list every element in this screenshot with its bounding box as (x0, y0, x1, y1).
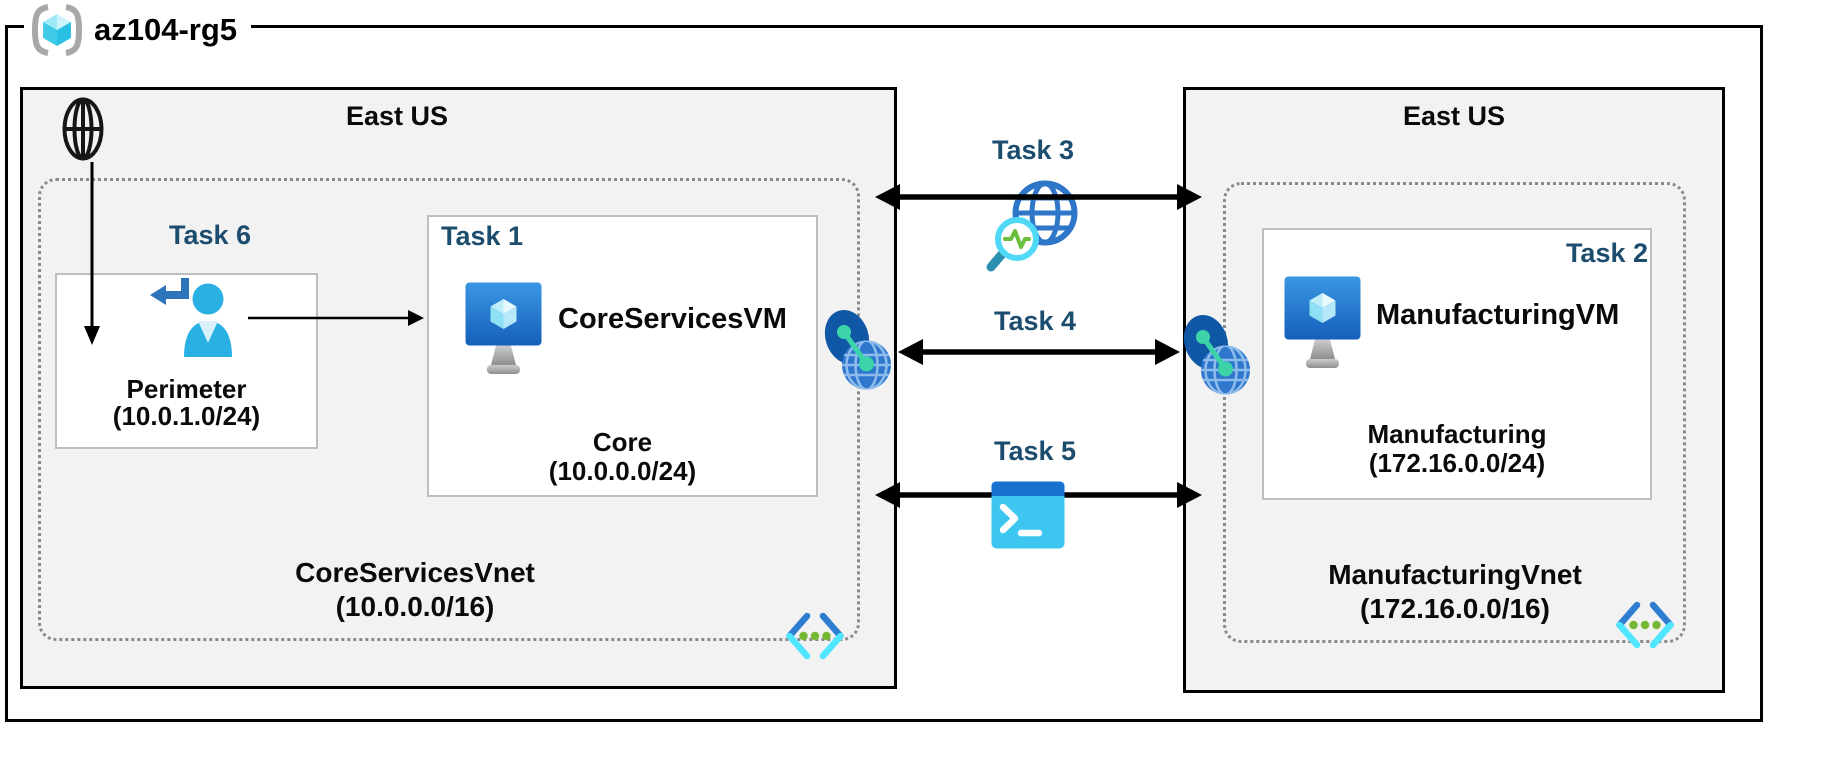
resource-group-label: az104-rg5 (94, 12, 238, 47)
task6-label: Task 6 (168, 220, 252, 250)
vnet-peering-icon-left (824, 310, 891, 390)
resource-group-icon (31, 4, 83, 56)
right-vnet-name: ManufacturingVnet (1328, 559, 1582, 590)
perimeter-subnet-box (55, 273, 318, 449)
terminal-icon (991, 481, 1065, 549)
virtual-machine-icon (1284, 276, 1361, 368)
user-signin-icon (150, 278, 232, 357)
core-subnet-cidr: (10.0.0.0/24) (548, 456, 697, 486)
virtual-network-icon (1616, 601, 1674, 649)
resource-group-title: az104-rg5 (24, 2, 252, 58)
region-label-left: East US (345, 101, 449, 131)
vnet-peering-icon-right (1183, 315, 1250, 395)
task5-label: Task 5 (993, 436, 1077, 466)
virtual-machine-icon (465, 282, 542, 374)
left-vnet-cidr: (10.0.0.0/16) (335, 591, 495, 622)
region-label-right: East US (1402, 101, 1506, 131)
virtual-network-icon (786, 612, 844, 660)
manufacturing-subnet-cidr: (172.16.0.0/24) (1368, 448, 1546, 478)
manufacturing-subnet-name: Manufacturing (1367, 419, 1547, 449)
core-subnet-box (427, 215, 818, 497)
core-vm-name: CoreServicesVM (558, 303, 787, 335)
task2-label: Task 2 (1565, 238, 1648, 268)
task3-label: Task 3 (991, 135, 1075, 165)
left-vnet-name: CoreServicesVnet (295, 557, 535, 588)
vnet-box-left (38, 178, 860, 641)
core-subnet-name: Core (592, 427, 653, 457)
perimeter-subnet-name: Perimeter (126, 374, 247, 404)
task4-label: Task 4 (993, 306, 1077, 336)
perimeter-subnet-cidr: (10.0.1.0/24) (112, 401, 261, 431)
globe-search-icon (986, 180, 1078, 272)
vnet-box-right (1223, 182, 1686, 643)
manufacturing-vm-name: ManufacturingVM (1376, 299, 1620, 331)
right-vnet-cidr: (172.16.0.0/16) (1360, 593, 1550, 624)
internet-globe-icon (62, 97, 104, 161)
task1-label: Task 1 (441, 221, 524, 251)
